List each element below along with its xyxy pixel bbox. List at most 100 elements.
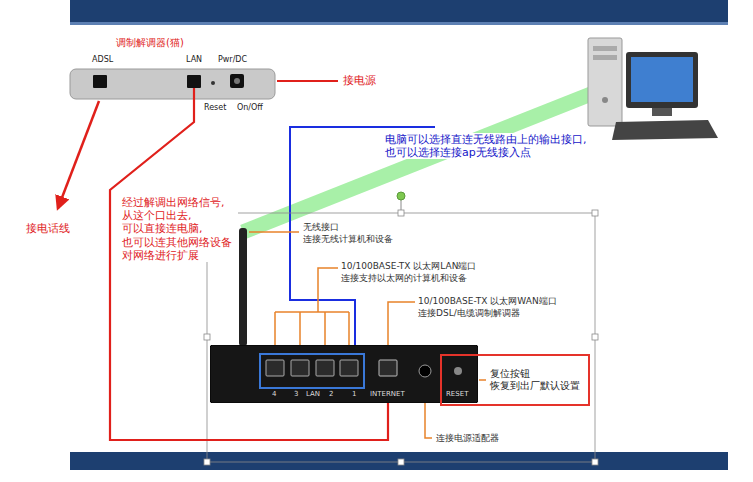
- orange-leaders: [249, 232, 486, 438]
- port-label: LAN: [186, 55, 202, 65]
- power-pin: [234, 78, 240, 84]
- lan-cable-stub: [193, 88, 195, 118]
- port-description: 连接支持以太网的计算机和设备: [341, 273, 467, 284]
- lan-port: [316, 360, 334, 376]
- callout-text: 恢复到出厂默认设置: [490, 380, 580, 392]
- antenna: [239, 228, 247, 346]
- modem-panel-art: [65, 33, 305, 118]
- leader-bracket: [275, 311, 349, 313]
- resize-handle: [592, 210, 598, 216]
- wan-port: [379, 360, 397, 376]
- port-heading: 10/100BASE-TX 以太网WAN端口: [418, 296, 557, 307]
- modem-title: 调制解调器(猫): [116, 37, 184, 49]
- resize-handle: [592, 334, 598, 340]
- selection-frame: [204, 192, 598, 465]
- adsl-port: [93, 75, 107, 88]
- note-text: 电脑可以选择直连无线路由上的输出接口, 也可以选择连接ap无线接入点: [385, 133, 597, 159]
- reset-hole: [211, 81, 215, 85]
- reset-button: [454, 367, 462, 375]
- port-heading: 10/100BASE-TX 以太网LAN端口: [341, 261, 476, 272]
- switch-label: Reset: [204, 103, 226, 113]
- text-anchor: LAN: [306, 390, 320, 398]
- pc-tower: [588, 38, 622, 126]
- port-number: 1: [352, 390, 356, 398]
- resize-handle: [204, 334, 210, 340]
- router-back-panel-art: [210, 345, 478, 403]
- resize-handle: [592, 459, 598, 465]
- power-leader: [277, 80, 338, 82]
- port-description: 连接DSL/电缆调制解调器: [418, 308, 520, 319]
- callout-label: 接电源: [343, 74, 376, 87]
- slide-bottom-bar: [70, 452, 728, 470]
- port-label: INTERNET: [370, 390, 405, 398]
- text-anchor: 接电源: [343, 74, 376, 87]
- reset-callout-box: 复位按钮恢复到出厂默认设置: [440, 354, 590, 406]
- leader-line: [388, 302, 415, 345]
- text-anchor: 4: [272, 390, 276, 398]
- text-anchor: 经过解调出网络信号, 从这个口出去, 可以直接连电脑, 也可以连其他网络设备 对…: [122, 196, 238, 262]
- port-number: 4: [272, 390, 276, 398]
- modem-body: [70, 69, 275, 99]
- port-label: RESET: [446, 390, 468, 398]
- leader-line: [318, 268, 338, 312]
- slide-top-stripe: [70, 22, 728, 25]
- lan-port: [340, 360, 358, 376]
- port-description: 连接电源适配器: [436, 433, 499, 444]
- port-number: 2: [329, 390, 333, 398]
- resize-handle: [204, 459, 210, 465]
- text-anchor: Reset: [204, 103, 226, 113]
- drive-slot: [593, 55, 617, 60]
- text-anchor: 10/100BASE-TX 以太网LAN端口: [341, 261, 476, 272]
- lan-port-group: [260, 354, 364, 388]
- wireless-band: [243, 92, 596, 232]
- text-anchor: 连接支持以太网的计算机和设备: [341, 273, 467, 284]
- port-heading: 无线接口: [303, 222, 339, 233]
- computer-illustration: [588, 38, 718, 140]
- drive-slot: [593, 46, 617, 51]
- lan-port: [187, 75, 201, 88]
- text-anchor: 2: [329, 390, 333, 398]
- port-label: ADSL: [92, 55, 113, 65]
- leader-line: [275, 312, 349, 345]
- frame-outline: [207, 213, 595, 462]
- resize-handle: [398, 210, 404, 216]
- power-jack: [419, 365, 431, 377]
- lan-port: [291, 360, 309, 376]
- switch-label: On/Off: [237, 103, 263, 113]
- text-anchor: INTERNET: [370, 390, 405, 398]
- monitor-screen: [631, 57, 693, 102]
- power-jack: [230, 74, 244, 88]
- lan-port: [266, 360, 284, 376]
- text-anchor: 连接无线计算机和设备: [303, 234, 393, 245]
- text-anchor: 无线接口: [303, 222, 339, 233]
- callout-text: 复位按钮: [490, 368, 580, 380]
- router-body: [210, 345, 478, 403]
- text-anchor: RESET: [446, 390, 468, 398]
- rotate-stem: [401, 200, 402, 210]
- text-anchor: LAN: [186, 55, 202, 65]
- power-button: [602, 97, 608, 103]
- leader-line: [479, 379, 486, 381]
- text-anchor: On/Off: [237, 103, 263, 113]
- text-anchor: 调制解调器(猫): [116, 37, 184, 49]
- text-anchor: 接电话线: [26, 222, 70, 235]
- text-anchor: Pwr/DC: [218, 55, 247, 65]
- text-anchor: 3: [294, 390, 298, 398]
- callout-label: 接电话线: [26, 222, 70, 235]
- text-anchor: 连接电源适配器: [436, 433, 499, 444]
- monitor-stand: [652, 108, 672, 116]
- slide-top-bar: [70, 0, 728, 22]
- rotate-handle: [397, 192, 405, 200]
- text-anchor: 10/100BASE-TX 以太网WAN端口: [418, 296, 557, 307]
- leader-line: [425, 403, 432, 438]
- text-anchor: 连接DSL/电缆调制解调器: [418, 308, 520, 319]
- port-number: 3: [294, 390, 298, 398]
- text-anchor: ADSL: [92, 55, 113, 65]
- port-label: LAN: [306, 390, 320, 398]
- router-back-panel: 4 3 LAN 2 1 INTERNET RESET: [210, 345, 478, 403]
- port-label: Pwr/DC: [218, 55, 247, 65]
- monitor: [626, 52, 698, 108]
- modem-panel: 调制解调器(猫)ADSL LAN Pwr/DC Reset On/Off: [65, 33, 305, 118]
- note-text: 经过解调出网络信号, 从这个口出去, 可以直接连电脑, 也可以连其他网络设备 对…: [122, 196, 238, 262]
- port-description: 连接无线计算机和设备: [303, 234, 393, 245]
